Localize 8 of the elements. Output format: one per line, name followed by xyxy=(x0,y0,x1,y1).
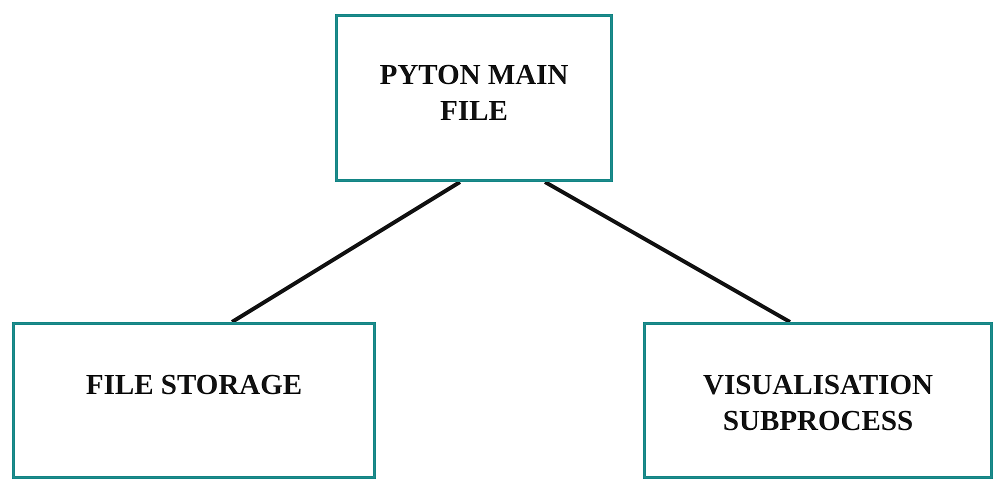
process-box xyxy=(335,14,613,182)
box-label: PYTON MAIN FILE xyxy=(378,58,570,129)
process-box xyxy=(643,322,993,479)
process-box xyxy=(12,322,376,479)
connector-line xyxy=(230,180,462,324)
box-label: VISUALISATION SUBPROCESS xyxy=(702,368,934,439)
connector-line xyxy=(544,180,791,324)
box-label: FILE STORAGE xyxy=(86,368,302,403)
